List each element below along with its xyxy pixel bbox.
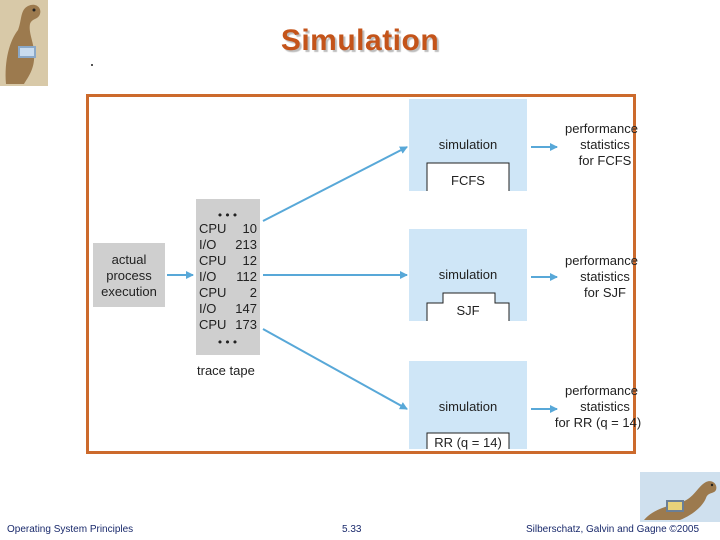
stats-fcfs-line-1: performance bbox=[565, 121, 638, 136]
trace-op: CPU bbox=[199, 221, 226, 236]
simulation-rr: simulation RR (q = 14) bbox=[409, 361, 527, 450]
trace-val: 147 bbox=[235, 301, 257, 316]
trace-op: I/O bbox=[199, 237, 216, 252]
simulation-fcfs: simulation FCFS bbox=[409, 99, 527, 191]
stats-sjf: performance statistics for SJF bbox=[565, 253, 638, 300]
simulation-rr-algo: RR (q = 14) bbox=[434, 435, 502, 450]
footer-page-number: 5.33 bbox=[342, 524, 362, 535]
trace-tape-box bbox=[196, 199, 260, 355]
trace-op: CPU bbox=[199, 285, 226, 300]
slide-title: Simulation bbox=[280, 24, 440, 57]
dinosaur-logo-bottom-right bbox=[640, 472, 720, 522]
footer-copyright: Silberschatz, Galvin and Gagne ©2005 bbox=[526, 524, 700, 535]
simulation-sjf-algo: SJF bbox=[456, 303, 479, 318]
trace-op: I/O bbox=[199, 269, 216, 284]
arrow-trace-to-rr bbox=[262, 328, 408, 410]
stray-dot bbox=[91, 64, 93, 66]
trace-val: 173 bbox=[235, 317, 257, 332]
arrow-trace-to-fcfs bbox=[262, 146, 408, 222]
simulation-fcfs-label: simulation bbox=[439, 137, 498, 152]
diagram-canvas: actual process execution ••• CPU 10 I/O … bbox=[93, 99, 641, 450]
stats-fcfs-line-3: for FCFS bbox=[579, 153, 632, 168]
stats-fcfs: performance statistics for FCFS bbox=[565, 121, 638, 168]
dinosaur-logo-top-left bbox=[0, 0, 48, 86]
stats-sjf-line-1: performance bbox=[565, 253, 638, 268]
stats-fcfs-line-2: statistics bbox=[580, 137, 630, 152]
trace-val: 12 bbox=[243, 253, 257, 268]
simulation-sjf-label: simulation bbox=[439, 267, 498, 282]
process-line-2: process bbox=[106, 268, 152, 283]
simulation-rr-label: simulation bbox=[439, 399, 498, 414]
trace-val: 213 bbox=[235, 237, 257, 252]
trace-val: 112 bbox=[236, 269, 257, 284]
simulation-sjf: simulation SJF bbox=[409, 229, 527, 321]
stats-rr-line-3: for RR (q = 14) bbox=[555, 415, 641, 430]
process-line-3: execution bbox=[101, 284, 157, 299]
stats-rr: performance statistics for RR (q = 14) bbox=[555, 383, 641, 430]
trace-tape-label: trace tape bbox=[197, 363, 255, 378]
stats-rr-line-1: performance bbox=[565, 383, 638, 398]
stats-rr-line-2: statistics bbox=[580, 399, 630, 414]
trace-dots-top: ••• bbox=[217, 209, 239, 222]
stats-sjf-line-2: statistics bbox=[580, 269, 630, 284]
trace-dots-bottom: ••• bbox=[217, 336, 239, 349]
stats-sjf-line-3: for SJF bbox=[584, 285, 626, 300]
simulation-diagram: actual process execution ••• CPU 10 I/O … bbox=[86, 94, 641, 454]
footer-course-name: Operating System Principles bbox=[7, 524, 134, 535]
process-execution-box bbox=[93, 243, 165, 307]
simulation-fcfs-algo: FCFS bbox=[451, 173, 485, 188]
process-line-1: actual bbox=[112, 252, 147, 267]
trace-rows: CPU 10 I/O 213 CPU 12 I/O 112 CPU 2 I/O … bbox=[199, 221, 257, 332]
trace-val: 10 bbox=[243, 221, 257, 236]
trace-op: CPU bbox=[199, 253, 226, 268]
trace-op: I/O bbox=[199, 301, 216, 316]
trace-val: 2 bbox=[250, 285, 257, 300]
trace-op: CPU bbox=[199, 317, 226, 332]
